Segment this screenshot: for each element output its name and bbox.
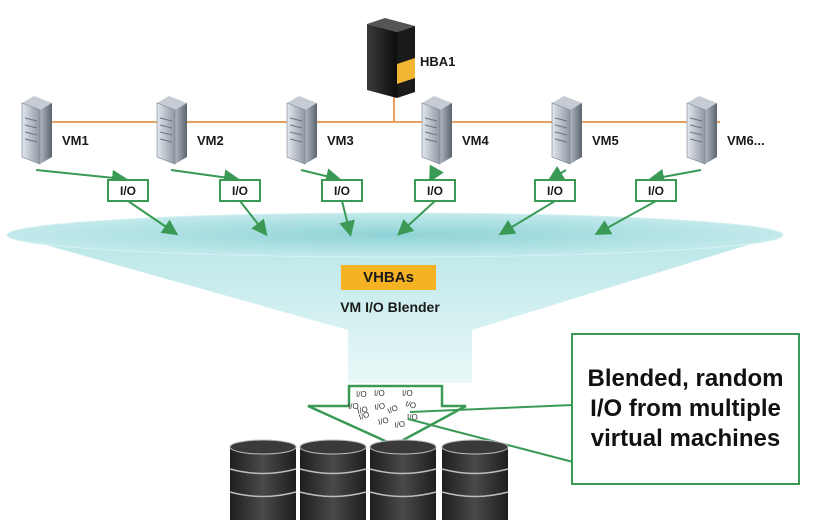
vm-io-box: I/O bbox=[534, 179, 576, 202]
funnel-io-label: I/O bbox=[356, 390, 367, 399]
funnel-io-label: I/O bbox=[374, 401, 386, 412]
funnel-io-label: I/O bbox=[348, 402, 359, 411]
vm-io-box: I/O bbox=[635, 179, 677, 202]
vm-server-6: VM6... I/O bbox=[594, 96, 765, 235]
callout-box: Blended, random I/O from multiple virtua… bbox=[571, 333, 800, 485]
blender-title: VM I/O Blender bbox=[340, 299, 440, 315]
hba-device: HBA1 bbox=[367, 18, 455, 98]
vm-io-box: I/O bbox=[321, 179, 363, 202]
vm-io-box: I/O bbox=[107, 179, 149, 202]
funnel-down-arrow bbox=[307, 384, 467, 447]
vm-io-label: I/O bbox=[427, 184, 443, 198]
vm-io-label: I/O bbox=[232, 184, 248, 198]
callout-text: Blended, random I/O from multiple virtua… bbox=[587, 365, 784, 452]
vm-label: VM1 bbox=[62, 133, 89, 148]
funnel-io-label: I/O bbox=[386, 403, 399, 416]
vm-io-label: I/O bbox=[120, 184, 136, 198]
vm-io-label: I/O bbox=[547, 184, 563, 198]
vm-label: VM3 bbox=[327, 133, 354, 148]
funnel-io-label: I/O bbox=[407, 413, 418, 422]
vm-io-box: I/O bbox=[414, 179, 456, 202]
vm-label: VM5 bbox=[592, 133, 619, 148]
funnel-io-label: I/O bbox=[404, 399, 417, 410]
funnel-io-label: I/O bbox=[394, 419, 406, 430]
vm-io-label: I/O bbox=[648, 184, 664, 198]
vm-label: VM4 bbox=[462, 133, 490, 148]
blender-funnel bbox=[6, 212, 784, 383]
disk-1 bbox=[229, 439, 297, 520]
storage-disks bbox=[229, 439, 509, 520]
vhbas-badge: VHBAs bbox=[341, 265, 436, 290]
hba-label: HBA1 bbox=[420, 54, 455, 69]
funnel-io-label: I/O bbox=[377, 415, 390, 426]
disk-2 bbox=[299, 439, 367, 520]
network-wire bbox=[42, 93, 720, 123]
disk-4 bbox=[441, 439, 509, 520]
funnel-io-label: I/O bbox=[356, 404, 369, 415]
vm-label: VM2 bbox=[197, 133, 224, 148]
funnel-io-label: I/O bbox=[374, 389, 385, 398]
disk-3 bbox=[369, 439, 437, 520]
vm-label: VM6... bbox=[727, 133, 765, 148]
funnel-io-label: I/O bbox=[402, 389, 413, 398]
funnel-io-label: I/O bbox=[358, 410, 371, 422]
vm-io-box: I/O bbox=[219, 179, 261, 202]
vm-io-label: I/O bbox=[334, 184, 350, 198]
